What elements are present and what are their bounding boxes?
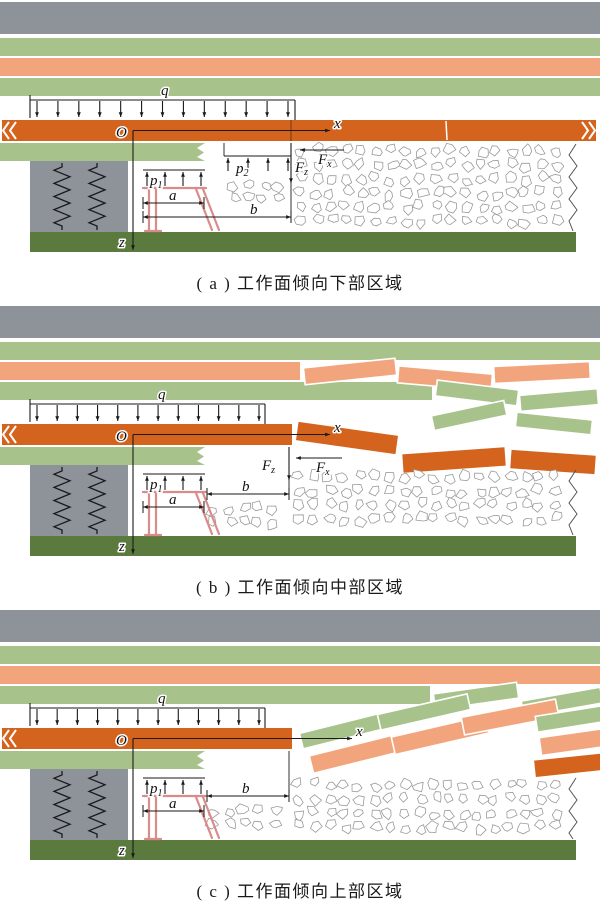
label-z-axis: z	[118, 843, 125, 859]
label-dim-a: a	[169, 188, 177, 204]
immediate-roof-layer	[0, 143, 205, 161]
panel-b: q O x z Fz Fx p1 a b ( b ) 工作面倾向中部区域	[0, 304, 600, 608]
panel-c-drawing: q O x z p1 a b	[0, 610, 600, 861]
label-x-axis: x	[355, 724, 363, 740]
x-axis	[133, 736, 352, 741]
gangue-right-boundary	[568, 777, 578, 840]
force-fx-arrow	[300, 148, 344, 152]
label-fz: Fz	[294, 160, 308, 178]
label-p1: p1	[149, 173, 163, 191]
label-z-axis: z	[118, 235, 125, 251]
panel-c-caption: ( c ) 工作面倾向上部区域	[196, 881, 404, 901]
immediate-roof-layer	[0, 447, 205, 465]
hydraulic-support	[141, 186, 221, 233]
coal-springs	[52, 771, 107, 838]
panel-a: q O x z Fz Fx p1 p2 a b ( a ) 工作面倾向下部区域	[0, 0, 600, 304]
panel-b-drawing: q O x z Fz Fx p1 a b	[0, 306, 600, 557]
z-axis	[131, 738, 135, 858]
dimension-b	[206, 790, 290, 802]
coal-seam-block	[30, 161, 128, 232]
floor-layer	[30, 840, 576, 860]
z-axis	[131, 434, 135, 554]
label-fx: Fx	[317, 152, 332, 170]
immediate-roof-layer	[0, 751, 205, 769]
hydraulic-support	[141, 794, 221, 841]
label-dim-b: b	[242, 781, 250, 797]
dimension-a	[142, 805, 205, 817]
p2-load	[223, 143, 291, 171]
panel-a-drawing: q O x z Fz Fx p1 p2 a b	[0, 2, 600, 253]
caved-gangue	[205, 468, 563, 531]
broken-strata-blocks	[298, 681, 600, 779]
label-dim-b: b	[242, 479, 250, 495]
distributed-load-q	[29, 95, 296, 120]
label-origin: O	[116, 733, 127, 749]
coal-springs	[52, 163, 107, 230]
dimension-a	[142, 501, 205, 513]
p1-load	[143, 777, 205, 794]
label-z-axis: z	[118, 539, 125, 555]
dimension-b	[142, 211, 292, 223]
label-x-axis: x	[333, 116, 341, 132]
caved-gangue	[204, 776, 563, 836]
p1-load	[143, 169, 205, 186]
floor-layer	[30, 536, 576, 556]
floor-layer	[30, 232, 576, 252]
gangue-right-boundary	[568, 143, 578, 232]
spring-icon	[87, 467, 107, 534]
panel-c: q O x z p1 a b ( c ) 工作面倾向上部区域	[0, 608, 600, 912]
spring-icon	[52, 771, 72, 838]
label-x-axis: x	[333, 420, 341, 436]
spring-icon	[87, 163, 107, 230]
label-q: q	[158, 387, 166, 403]
caved-gangue	[226, 141, 565, 231]
x-axis	[133, 432, 330, 437]
label-q: q	[158, 691, 166, 707]
spring-icon	[52, 163, 72, 230]
distributed-load-q	[29, 703, 266, 728]
label-fx: Fx	[315, 460, 330, 478]
label-p1: p1	[149, 477, 163, 495]
label-fz: Fz	[261, 458, 275, 476]
label-dim-a: a	[169, 796, 177, 812]
hydraulic-support	[141, 490, 221, 537]
label-dim-b: b	[250, 202, 258, 218]
panel-a-caption: ( a ) 工作面倾向下部区域	[196, 273, 404, 293]
spring-icon	[87, 771, 107, 838]
x-axis	[133, 128, 330, 133]
label-p2: p2	[235, 161, 249, 179]
coal-springs	[52, 467, 107, 534]
label-q: q	[161, 83, 169, 99]
dimension-a	[142, 197, 205, 209]
strata-layers	[0, 306, 600, 400]
strata-layers	[0, 2, 600, 96]
spring-icon	[52, 467, 72, 534]
gangue-right-boundary	[568, 469, 578, 536]
dimension-b	[206, 488, 290, 500]
label-dim-a: a	[169, 492, 177, 508]
force-fz-arrow	[287, 447, 291, 480]
panel-b-caption: ( b ) 工作面倾向中部区域	[195, 577, 405, 597]
distributed-load-q	[29, 399, 266, 424]
coal-seam-block	[30, 465, 128, 536]
label-origin: O	[116, 429, 127, 445]
p1-load	[143, 473, 205, 490]
force-fx-arrow	[296, 456, 342, 460]
strata-layers	[0, 610, 600, 704]
label-p1: p1	[149, 781, 163, 799]
broken-strata-blocks	[294, 357, 600, 476]
coal-seam-block	[30, 769, 128, 840]
z-axis	[131, 130, 135, 250]
force-fz-arrow	[289, 143, 293, 183]
label-origin: O	[116, 125, 127, 141]
